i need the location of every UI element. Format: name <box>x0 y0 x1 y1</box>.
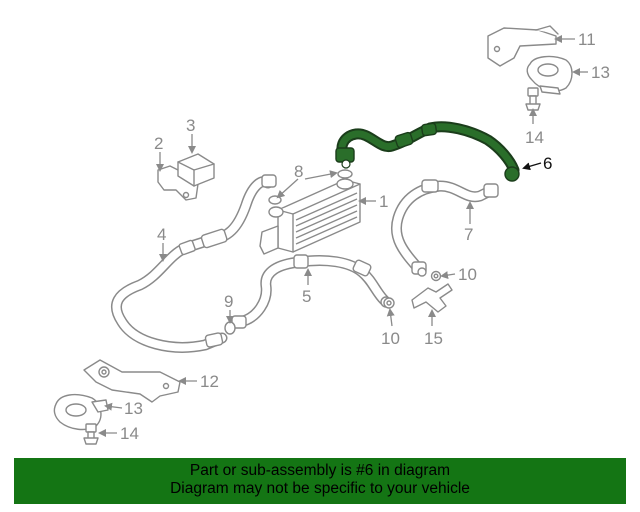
callout-13-upper: 13 <box>591 63 610 82</box>
callout-4: 4 <box>157 225 166 244</box>
part-14-upper-bolt <box>525 87 541 111</box>
part-6-cooler-tube-highlighted <box>335 121 520 182</box>
part-1-oil-cooler <box>259 178 361 255</box>
callout-3: 3 <box>186 116 195 135</box>
callout-5: 5 <box>302 287 311 306</box>
callout-14-upper: 14 <box>525 128 544 147</box>
callout-labels: 11 13 14 6 3 2 8 1 4 7 10 5 9 10 15 12 1… <box>120 30 610 443</box>
part-8-o-rings <box>268 169 353 205</box>
part-2-bracket <box>157 165 199 201</box>
part-7-hose <box>391 179 499 277</box>
leader-lines <box>98 35 588 437</box>
banner-line-2: Diagram may not be specific to your vehi… <box>170 480 470 497</box>
part-5-hose <box>231 254 392 329</box>
part-13-lower-mount <box>53 393 109 431</box>
part-4-cooler-hose <box>111 174 277 353</box>
callout-8: 8 <box>294 162 303 181</box>
callout-15: 15 <box>424 329 443 348</box>
callout-2: 2 <box>154 134 163 153</box>
callout-10-lower: 10 <box>381 329 400 348</box>
callout-10-upper: 10 <box>458 265 477 284</box>
callout-7: 7 <box>464 225 473 244</box>
part-3-insulator <box>177 153 215 187</box>
callout-11: 11 <box>578 30 596 49</box>
info-banner: Part or sub-assembly is #6 in diagram Di… <box>14 458 626 504</box>
callout-6: 6 <box>543 154 552 173</box>
part-11-upper-bracket <box>487 25 559 67</box>
parts-diagram: 11 13 14 6 3 2 8 1 4 7 10 5 9 10 15 12 1… <box>53 25 610 445</box>
part-10-washer-upper <box>430 270 442 282</box>
part-14-lower-bolt <box>83 423 99 445</box>
banner-line-1: Part or sub-assembly is #6 in diagram <box>189 462 451 479</box>
part-13-upper-mount <box>526 55 573 95</box>
part-12-lower-bracket <box>83 359 181 403</box>
callout-9: 9 <box>224 292 233 311</box>
callout-13-lower: 13 <box>124 399 143 418</box>
part-9-washer <box>224 321 236 335</box>
part-15-clip <box>411 283 453 313</box>
part-10-washer-lower <box>383 297 395 309</box>
callout-1: 1 <box>379 192 388 211</box>
callout-12: 12 <box>200 372 219 391</box>
callout-14-lower: 14 <box>120 424 139 443</box>
